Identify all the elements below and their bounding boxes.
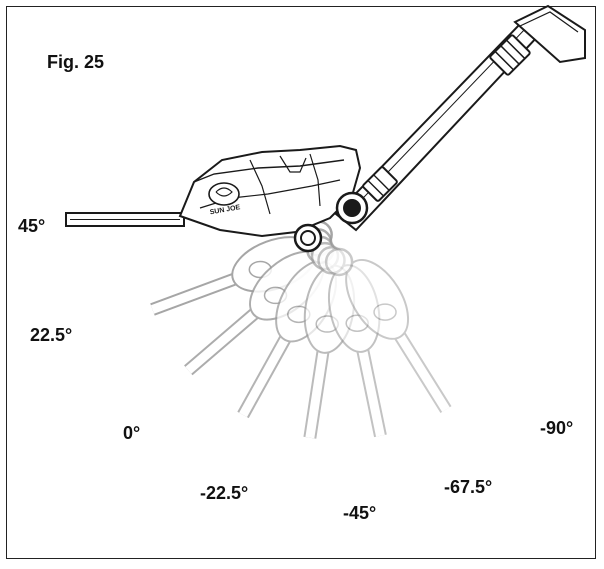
- angle-label-neg-67-5: -67.5°: [444, 477, 493, 497]
- figure-frame: [6, 6, 596, 559]
- trimmer-shaft: [334, 4, 586, 232]
- angle-label-45: 45°: [18, 216, 46, 236]
- angle-label-0: 0°: [123, 423, 141, 443]
- angle-label-neg-90: -90°: [540, 418, 574, 438]
- ghost-head-positions: [150, 220, 452, 439]
- angle-label-22-5: 22.5°: [30, 325, 73, 345]
- ghost-head-6: [324, 247, 452, 414]
- figure-title: Fig. 25: [47, 52, 105, 72]
- angle-label-neg-22-5: -22.5°: [200, 483, 249, 503]
- trimmer-head-main: SUN JOE: [65, 144, 369, 253]
- angle-label-neg-45: -45°: [343, 503, 377, 523]
